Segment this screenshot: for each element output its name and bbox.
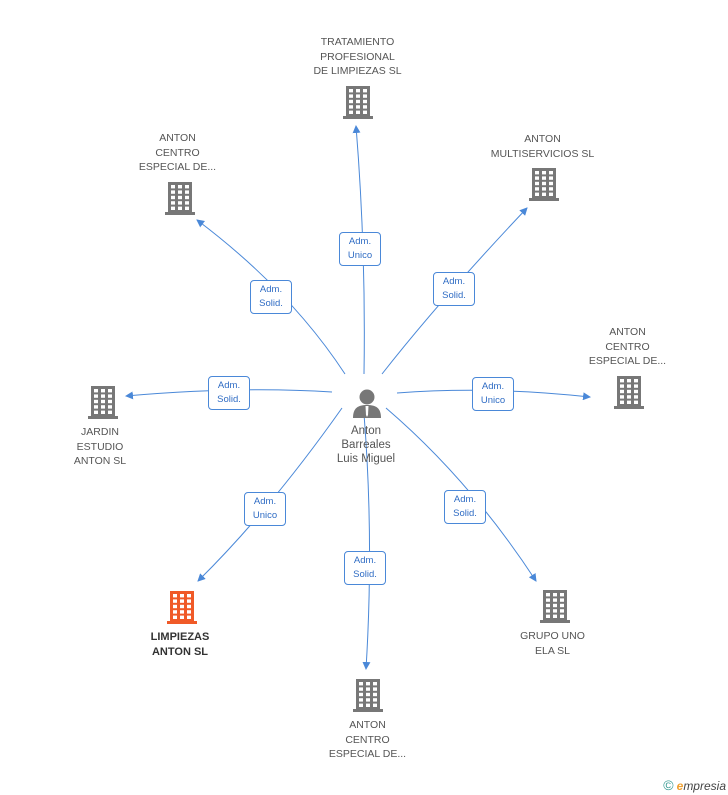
role-badge: Adm. Solid. — [433, 272, 475, 306]
building-icon-grupo-uno[interactable] — [540, 590, 570, 623]
company-label-anton-multiservicios[interactable]: ANTON MULTISERVICIOS SL — [490, 133, 595, 160]
building-icon-anton-multiservicios[interactable] — [529, 168, 559, 201]
footer-brand: ©empresia — [663, 777, 726, 793]
building-icon-jardin[interactable] — [88, 386, 118, 419]
brand-logo-text: mpresia — [683, 779, 726, 793]
brand-logo-e: e — [676, 779, 684, 793]
company-label-grupo-uno[interactable]: GRUPO UNO ELA SL — [520, 630, 585, 657]
company-label-jardin[interactable]: JARDIN ESTUDIO ANTON SL — [73, 426, 127, 467]
person-icon[interactable] — [353, 389, 381, 419]
relation-edge — [385, 407, 537, 582]
relation-edge — [362, 413, 371, 670]
building-icon-anton-centro-3[interactable] — [353, 679, 383, 712]
role-badge: Adm. Solid. — [344, 551, 386, 585]
company-label-limpiezas[interactable]: LIMPIEZAS ANTON SL — [150, 631, 210, 658]
building-icon-anton-centro-2[interactable] — [614, 376, 644, 409]
role-badge: Adm. Solid. — [208, 376, 250, 410]
building-icon-limpiezas[interactable] — [167, 591, 197, 624]
company-label-anton-centro-1[interactable]: ANTON CENTRO ESPECIAL DE... — [138, 132, 217, 173]
company-label-anton-centro-3[interactable]: ANTON CENTRO ESPECIAL DE... — [328, 719, 407, 760]
center-person-label[interactable]: Anton Barreales Luis Miguel — [336, 425, 396, 465]
role-badge: Adm. Unico — [244, 492, 286, 526]
copyright-icon: © — [663, 777, 674, 793]
role-badge: Adm. Solid. — [250, 280, 292, 314]
building-icon-tratamiento[interactable] — [343, 86, 373, 119]
company-label-anton-centro-2[interactable]: ANTON CENTRO ESPECIAL DE... — [588, 326, 667, 367]
company-label-tratamiento[interactable]: TRATAMIENTO PROFESIONAL DE LIMPIEZAS SL — [313, 36, 402, 77]
role-badge: Adm. Unico — [472, 377, 514, 411]
role-badge: Adm. Unico — [339, 232, 381, 266]
role-badge: Adm. Solid. — [444, 490, 486, 524]
building-icon-anton-centro-1[interactable] — [165, 182, 195, 215]
